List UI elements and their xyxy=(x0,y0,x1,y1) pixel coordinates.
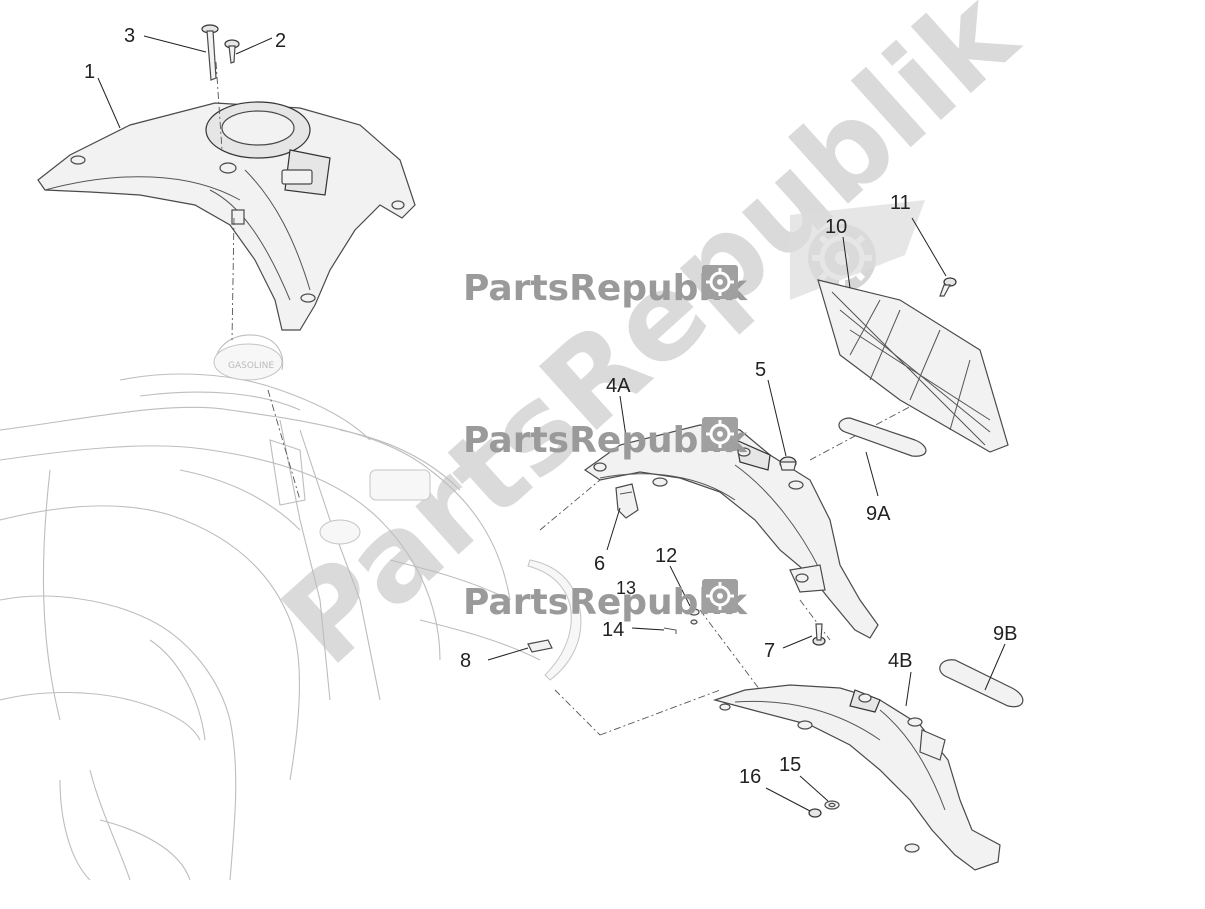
align-line-screw-7 xyxy=(799,599,831,641)
align-line-frame xyxy=(267,389,301,501)
part-4a-mudguard-upper xyxy=(583,424,879,639)
watermark-1-gear-icon xyxy=(702,265,738,299)
callout-labels: 3 2 1 10 11 5 4A 9A 6 12 13 14 9B 7 4B 8… xyxy=(84,25,1017,788)
align-line-4b xyxy=(599,689,721,736)
watermark-2: PartsRepublik xyxy=(463,417,748,461)
watermark-1-text: PartsRepublik xyxy=(463,268,748,309)
callout-12: 12 xyxy=(655,545,677,567)
part-11-screw xyxy=(939,277,957,297)
callout-5: 5 xyxy=(755,359,766,381)
part-5-bolt xyxy=(779,456,797,471)
scooter-frame-ghost: GASOLINE xyxy=(0,334,582,881)
align-line-8 xyxy=(554,689,601,736)
part-15-washer xyxy=(824,800,840,810)
callout-8: 8 xyxy=(460,650,471,672)
part-3-long-screw xyxy=(201,24,219,81)
callout-6: 6 xyxy=(594,553,605,575)
callout-14: 14 xyxy=(602,619,624,641)
callout-3: 3 xyxy=(124,25,135,47)
callout-1: 1 xyxy=(84,61,95,83)
watermark-2-gear-icon xyxy=(702,417,738,451)
watermark-3: PartsRepublik xyxy=(463,579,748,623)
part-7-screw xyxy=(812,623,826,646)
callout-9a: 9A xyxy=(866,503,891,525)
align-line-12 xyxy=(699,609,761,691)
part-12-13-14-small-parts xyxy=(663,608,700,634)
callout-15: 15 xyxy=(779,754,801,776)
callout-4b: 4B xyxy=(888,650,912,672)
watermark-flag-shape xyxy=(790,200,925,300)
part-9a-reflector xyxy=(838,417,927,457)
watermark-2-text: PartsRepublik xyxy=(463,420,748,461)
part-10-plate-holder xyxy=(817,279,1009,453)
part-9b-reflector xyxy=(939,659,1024,708)
callout-2: 2 xyxy=(275,30,286,52)
watermark-1: PartsRepublik xyxy=(463,265,748,309)
callout-11: 11 xyxy=(890,192,911,214)
part-4b-mudguard-lower xyxy=(712,684,1001,871)
watermark-3-gear-icon xyxy=(702,579,738,613)
part-1-rear-cover xyxy=(37,101,416,331)
part-6-clip xyxy=(615,483,639,519)
part-16-nut xyxy=(808,808,822,818)
callout-13: 13 xyxy=(616,578,636,598)
callout-9b: 9B xyxy=(993,623,1017,645)
leader-lines xyxy=(97,35,1006,812)
align-line-part-1 xyxy=(231,217,235,341)
callout-7: 7 xyxy=(764,640,775,662)
part-2-short-screw xyxy=(224,39,240,64)
callout-10: 10 xyxy=(825,216,847,238)
callout-4a: 4A xyxy=(606,375,631,397)
fuel-cap-ghost-marking: GASOLINE xyxy=(228,361,274,371)
watermark-3-text: PartsRepublik xyxy=(463,582,748,623)
part-8-clip xyxy=(527,639,553,653)
align-line-4a xyxy=(539,479,601,531)
callout-16: 16 xyxy=(739,766,761,788)
